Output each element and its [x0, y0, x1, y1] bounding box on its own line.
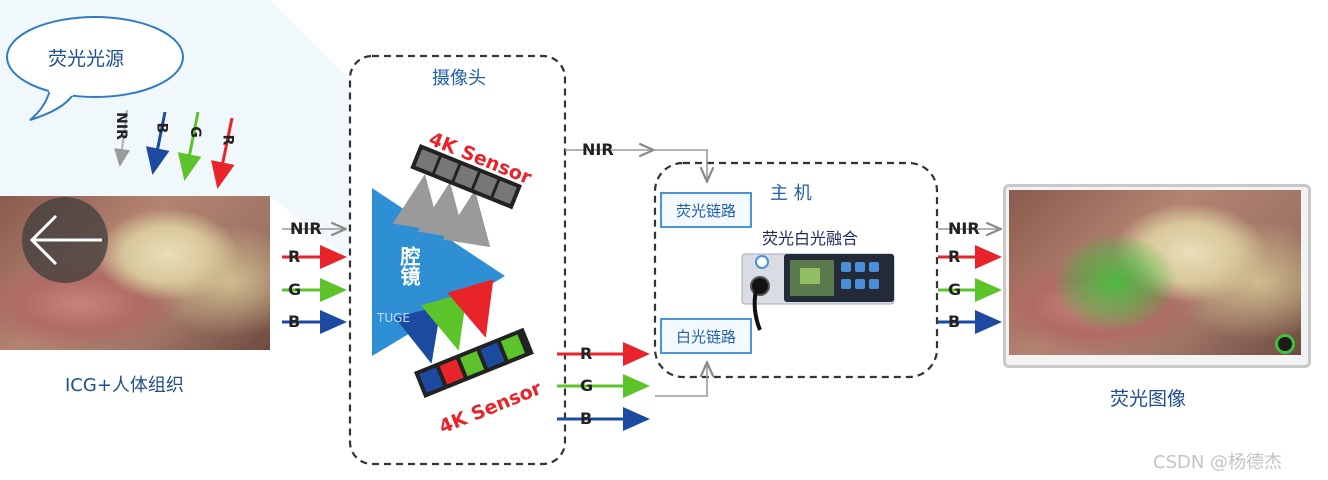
incoming-g-label: G [186, 126, 203, 138]
incoming-r-label: R [219, 134, 236, 146]
mid-nir-label: NIR [582, 140, 614, 159]
watermark: CSDN @杨德杰 [1153, 452, 1283, 473]
endoscope-label: 腔镜 [397, 246, 421, 286]
output-image-label: 荧光图像 [1110, 388, 1187, 410]
back-button[interactable] [22, 197, 108, 283]
incoming-b-label: B [153, 122, 170, 134]
fluorescence-path-box: 荧光链路 [660, 192, 752, 228]
left-nir-label: NIR [290, 219, 322, 238]
left-g-label: G [288, 280, 302, 299]
fluorescence-glow [1055, 235, 1175, 330]
tissue-label: ICG+人体组织 [65, 375, 184, 396]
record-indicator-icon [1275, 334, 1295, 354]
bottom-sensor [414, 327, 534, 398]
speech-bubble [6, 16, 184, 121]
host-box [653, 161, 939, 379]
mid-r-label: R [580, 344, 593, 363]
fusion-label: 荧光白光融合 [762, 229, 859, 248]
right-r-label: R [948, 247, 961, 266]
white-light-path-box: 白光链路 [660, 318, 752, 354]
right-g-label: G [948, 280, 962, 299]
right-b-label: B [948, 312, 961, 331]
left-b-label: B [288, 312, 301, 331]
mid-g-label: G [580, 376, 594, 395]
incoming-nir-label: NIR [112, 112, 129, 140]
camera-head-title: 摄像头 [432, 68, 486, 89]
endoscope-brand: TUGE [377, 311, 410, 325]
left-r-label: R [288, 247, 301, 266]
top-sensor [410, 144, 522, 210]
right-nir-label: NIR [948, 219, 980, 238]
light-source-label: 荧光光源 [48, 48, 125, 70]
arrow-left-icon [29, 214, 102, 266]
mid-b-label: B [580, 409, 593, 428]
host-title: 主 机 [770, 183, 812, 204]
host-device-icon [741, 253, 895, 331]
camera-head-box [348, 54, 567, 466]
